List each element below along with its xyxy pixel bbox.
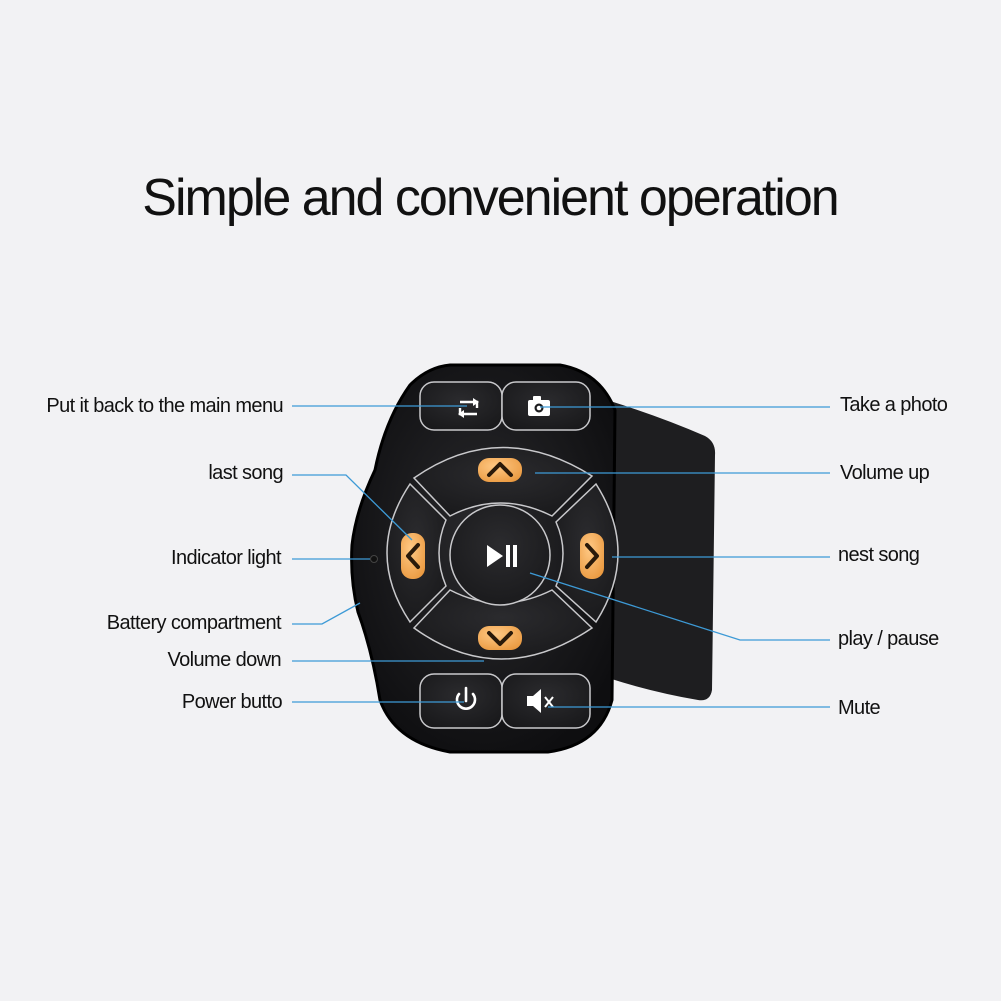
label-back-main-menu: Put it back to the main menu <box>46 395 283 417</box>
label-volume-up: Volume up <box>840 462 930 484</box>
callout-play <box>529 572 830 641</box>
label-battery-compartment: Battery compartment <box>106 612 282 634</box>
power-icon <box>455 686 477 710</box>
camera-icon <box>528 396 550 416</box>
chevron-down-icon <box>487 631 513 646</box>
play-pause-icon <box>487 545 517 567</box>
next-song-pad <box>580 533 604 579</box>
last-song-pad <box>401 533 425 579</box>
mute-button[interactable] <box>501 673 591 729</box>
indicator-light <box>370 555 378 563</box>
chevron-left-icon <box>406 543 420 569</box>
power-button[interactable] <box>419 673 503 729</box>
label-volume-down: Volume down <box>167 649 282 671</box>
volume-up-pad <box>478 458 522 482</box>
label-indicator-light: Indicator light <box>171 547 282 569</box>
label-play-pause: play / pause <box>838 628 939 650</box>
repeat-arrows-icon <box>458 398 479 418</box>
label-take-photo: Take a photo <box>840 394 948 416</box>
callout-last-song <box>292 474 413 541</box>
page-title: Simple and convenient operation <box>142 169 839 227</box>
volume-down-pad <box>478 626 522 650</box>
chevron-up-icon <box>487 462 513 477</box>
label-mute: Mute <box>838 697 881 719</box>
label-power-button: Power butto <box>181 691 283 713</box>
chevron-right-icon <box>585 543 599 569</box>
label-next-song: nest song <box>838 544 920 566</box>
callout-battery <box>292 602 361 625</box>
speaker-mute-icon <box>527 689 554 713</box>
label-last-song: last song <box>208 462 283 484</box>
